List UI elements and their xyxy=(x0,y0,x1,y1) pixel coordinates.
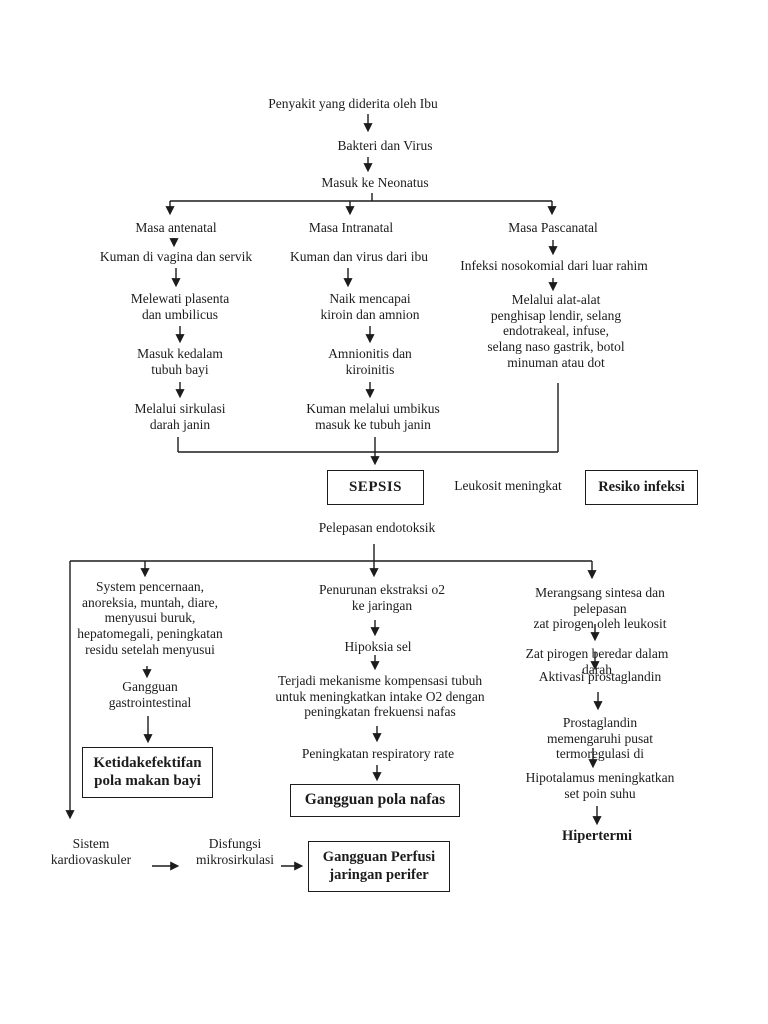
box-ketidakefektifan: Ketidakefektifan pola makan bayi xyxy=(82,747,213,798)
node-hipertermi: Hipertermi xyxy=(561,828,633,844)
hyperthermia-connectors xyxy=(588,624,603,826)
node-penyakit-ibu: Penyakit yang diderita oleh Ibu xyxy=(268,96,438,111)
gastro-connectors xyxy=(142,666,153,744)
node-masuk-neonatus: Masuk ke Neonatus xyxy=(321,175,429,190)
node-naik-mencapai: Naik mencapai kiroin dan amnion xyxy=(320,291,420,322)
node-bakteri-virus: Bakteri dan Virus xyxy=(337,138,433,153)
box-sepsis: SEPSIS xyxy=(327,470,424,505)
node-system-pencernaan: System pencernaan, anoreksia, muntah, di… xyxy=(77,579,223,657)
node-kuman-vagina: Kuman di vagina dan servik xyxy=(99,249,253,264)
antenatal-connectors xyxy=(169,238,185,452)
node-hipotalamus: Hipotalamus meningkatkan set poin suhu xyxy=(525,770,675,801)
node-terjadi-mekanisme: Terjadi mekanisme kompensasi tubuh untuk… xyxy=(275,673,485,720)
node-kuman-virus-ibu: Kuman dan virus dari ibu xyxy=(290,249,428,264)
node-aktivasi-prostaglandin: Aktivasi prostaglandin xyxy=(538,669,662,684)
node-leukosit-meningkat: Leukosit meningkat xyxy=(454,478,562,493)
node-prostaglandin-pusat: Prostaglandin memengaruhi pusat termoreg… xyxy=(546,715,654,762)
node-gangguan-gastrointestinal: Gangguan gastrointestinal xyxy=(108,679,192,710)
node-peningkatan-rr: Peningkatan respiratory rate xyxy=(301,746,455,761)
node-melewati-plasenta: Melewati plasenta dan umbilicus xyxy=(130,291,230,322)
node-melalui-alat: Melalui alat-alat penghisap lendir, sela… xyxy=(487,292,625,370)
box-gangguan-perfusi: Gangguan Perfusi jaringan perifer xyxy=(308,841,450,892)
node-infeksi-nosokomial: Infeksi nosokomial dari luar rahim xyxy=(460,258,648,273)
node-melalui-sirkulasi: Melalui sirkulasi darah janin xyxy=(134,401,226,432)
node-hipoksia-sel: Hipoksia sel xyxy=(344,639,412,654)
top-chain-connectors xyxy=(165,114,557,216)
node-disfungsi-mikrosirkulasi: Disfungsi mikrosirkulasi xyxy=(196,836,274,867)
box-resiko-infeksi: Resiko infeksi xyxy=(585,470,698,505)
endotoxin-split-connectors xyxy=(65,544,597,820)
node-masuk-tubuh-bayi: Masuk kedalam tubuh bayi xyxy=(137,346,223,377)
intranatal-connectors xyxy=(343,268,380,466)
node-kuman-umbikus: Kuman melalui umbikus masuk ke tubuh jan… xyxy=(306,401,440,432)
node-masa-pascanatal: Masa Pascanatal xyxy=(508,220,598,235)
node-sistem-kardiovaskuler: Sistem kardiovaskuler xyxy=(50,836,132,867)
node-masa-antenatal: Masa antenatal xyxy=(135,220,217,235)
node-amnionitis: Amnionitis dan kiroinitis xyxy=(328,346,412,377)
node-masa-intranatal: Masa Intranatal xyxy=(308,220,394,235)
node-penurunan-ekstraksi: Penurunan ekstraksi o2 ke jaringan xyxy=(319,582,445,613)
node-merangsang-sintesa: Merangsang sintesa dan pelepasan zat pir… xyxy=(533,585,667,632)
node-pelepasan-endotoksik: Pelepasan endotoksik xyxy=(318,520,436,535)
pascanatal-connectors xyxy=(548,240,559,452)
box-gangguan-pola-nafas: Gangguan pola nafas xyxy=(290,784,460,817)
respiratory-connectors xyxy=(370,620,382,782)
